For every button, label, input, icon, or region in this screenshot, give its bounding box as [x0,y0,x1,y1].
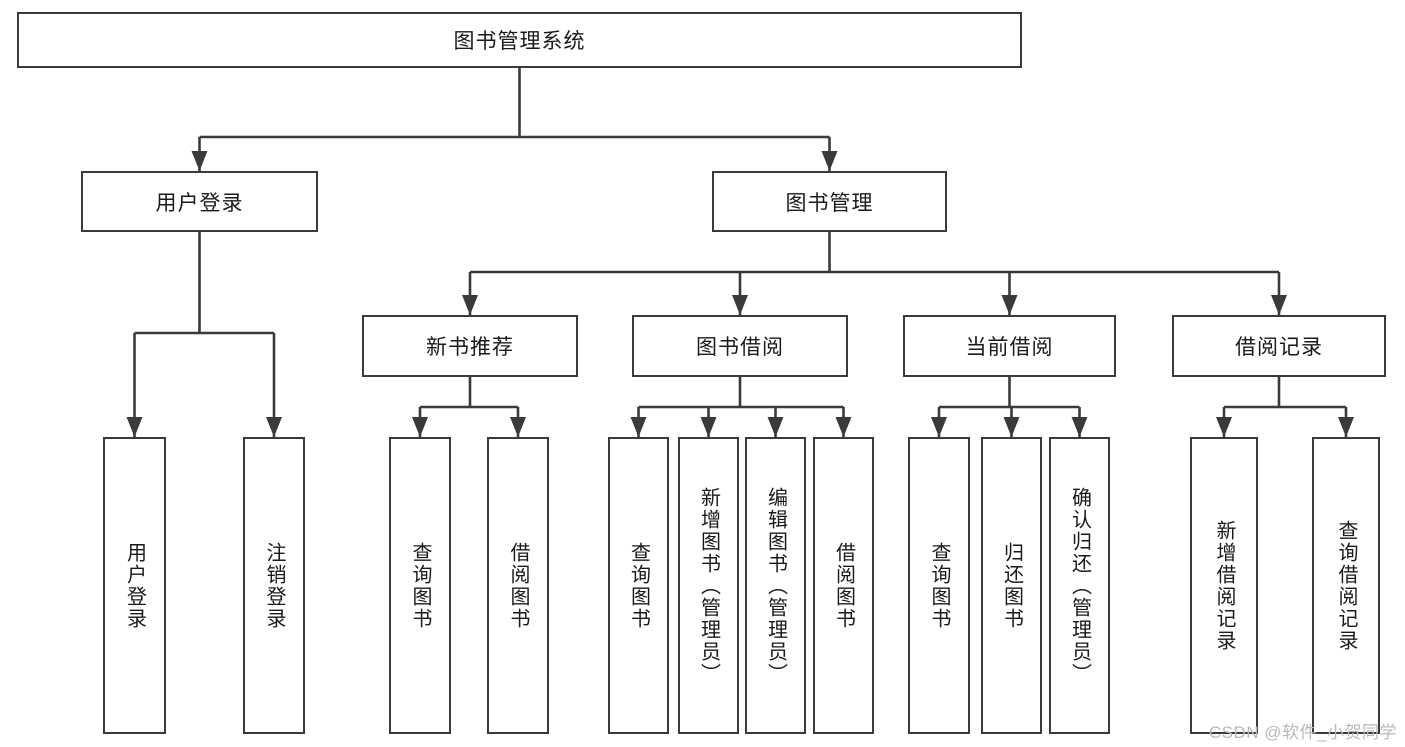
node-label: 用户登录 [123,541,146,630]
node-leaf-borrow-book-2: 借阅图书 [813,437,874,734]
node-label: 新增借阅记录 [1213,519,1235,652]
node-current-borrow: 当前借阅 [903,315,1116,377]
node-leaf-edit-book: 编辑图书（管理员） [745,437,806,734]
node-leaf-query-book-3: 查询图书 [908,437,970,734]
node-label: 用户登录 [155,191,244,215]
node-leaf-query-book-2: 查询图书 [608,437,669,734]
watermark-label: CSDN @软件_小贺同学 [1208,723,1397,742]
node-borrow-record: 借阅记录 [1172,315,1386,377]
node-label: 确认归还（管理员） [1068,486,1091,685]
node-label: 借阅图书 [507,541,529,630]
node-label: 借阅图书 [832,541,855,630]
node-leaf-confirm-return: 确认归还（管理员） [1049,437,1110,734]
node-leaf-user-logout: 注销登录 [243,437,305,734]
node-leaf-query-record: 查询借阅记录 [1312,437,1380,734]
node-label: 新书推荐 [426,336,514,359]
node-book-manage: 图书管理 [712,171,947,232]
node-user-login: 用户登录 [81,171,318,232]
node-leaf-return-book: 归还图书 [981,437,1042,734]
node-label: 编辑图书（管理员） [764,486,787,685]
node-root: 图书管理系统 [17,12,1022,68]
node-leaf-add-book: 新增图书（管理员） [678,437,739,734]
node-label: 查询图书 [627,541,650,630]
node-label: 图书管理 [785,191,874,215]
node-label: 归还图书 [1000,541,1023,630]
node-label: 图书借阅 [696,336,784,359]
node-label: 查询图书 [928,541,950,630]
node-leaf-query-book-1: 查询图书 [389,437,451,734]
node-label: 借阅记录 [1235,336,1323,359]
node-label: 新增图书（管理员） [697,486,720,685]
node-leaf-add-record: 新增借阅记录 [1190,437,1258,734]
node-new-book-rec: 新书推荐 [362,315,578,377]
node-label: 当前借阅 [965,336,1054,359]
node-label: 图书管理系统 [453,30,586,53]
node-book-borrow: 图书借阅 [632,315,848,377]
node-label: 注销登录 [263,541,285,630]
node-label: 查询图书 [409,541,431,630]
node-label: 查询借阅记录 [1335,519,1357,652]
node-leaf-borrow-book-1: 借阅图书 [487,437,549,734]
node-leaf-user-login: 用户登录 [103,437,166,734]
